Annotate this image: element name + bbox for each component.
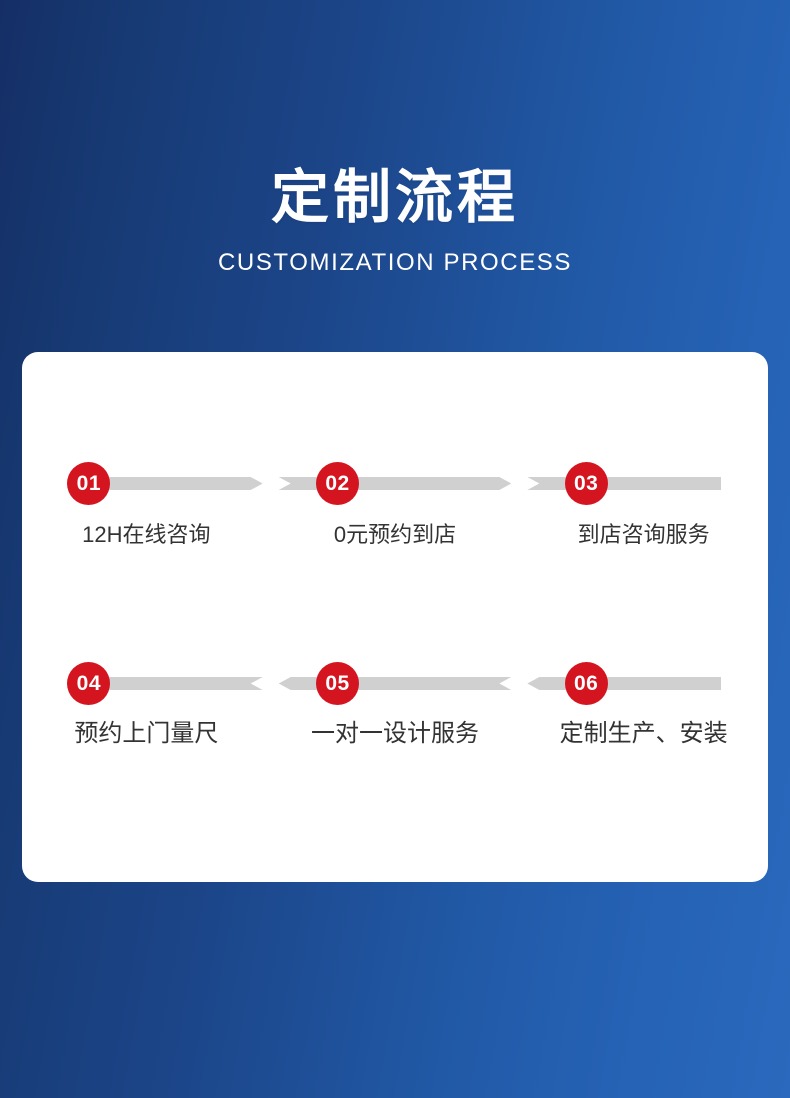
process-step-02[interactable]: 02 0元预约到店: [271, 444, 520, 604]
step-number-badge: 04: [67, 662, 111, 705]
arrow-left-icon: [70, 677, 263, 690]
step-number-badge: 01: [67, 462, 111, 505]
process-step-06[interactable]: 06 定制生产、安装: [519, 644, 768, 804]
arrow-left-icon: [279, 677, 512, 690]
step-label: 预约上门量尺: [74, 720, 219, 747]
step-number-badge: 02: [316, 462, 359, 505]
arrow-right-icon: [279, 477, 512, 490]
process-step-01[interactable]: 01 12H在线咨询: [22, 444, 271, 604]
process-card: 01 12H在线咨询 02 0元预约到店 03 到店咨询服务 04 预约上门量尺: [22, 352, 768, 882]
step-label: 0元预约到店: [333, 522, 457, 547]
arrow-left-icon: [527, 677, 722, 690]
process-step-05[interactable]: 05 一对一设计服务: [271, 644, 520, 804]
process-step-03[interactable]: 03 到店咨询服务: [519, 444, 768, 604]
arrow-right-icon: [70, 477, 263, 490]
step-number-badge: 06: [564, 662, 608, 705]
process-step-04[interactable]: 04 预约上门量尺: [22, 644, 271, 804]
step-label: 一对一设计服务: [311, 720, 479, 747]
step-label: 12H在线咨询: [82, 522, 211, 547]
process-row-2: 04 预约上门量尺 05 一对一设计服务 06 定制生产、安装: [22, 644, 768, 804]
step-number-badge: 03: [564, 462, 608, 505]
step-label: 到店咨询服务: [577, 522, 710, 547]
process-row-1: 01 12H在线咨询 02 0元预约到店 03 到店咨询服务: [22, 444, 768, 604]
arrow-right-icon: [527, 477, 722, 490]
page-title: 定制流程: [270, 165, 519, 230]
step-label: 定制生产、安装: [559, 720, 728, 747]
step-number-badge: 05: [316, 662, 359, 705]
page-subtitle: CUSTOMIZATION PROCESS: [217, 248, 573, 276]
page-header: 定制流程 CUSTOMIZATION PROCESS: [0, 166, 790, 276]
